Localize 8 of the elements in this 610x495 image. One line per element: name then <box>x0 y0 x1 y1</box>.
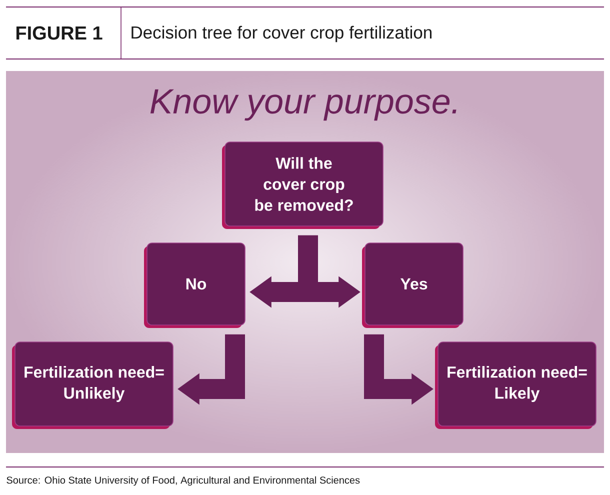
source-note: Source: Ohio State University of Food, Agricultural and Environmental Sciences <box>6 476 360 486</box>
decision-box: Will the cover crop be removed? <box>222 142 384 229</box>
choice-box: No <box>144 242 246 328</box>
choice-box: Yes <box>362 242 464 328</box>
figure-label: FIGURE 1 <box>16 26 102 40</box>
title-text: Decision tree for cover crop fertilization <box>132 26 432 42</box>
outcome-box: Fertilization need= Unlikely <box>12 342 174 429</box>
outcome-box: Fertilization need= Likely <box>435 342 596 429</box>
